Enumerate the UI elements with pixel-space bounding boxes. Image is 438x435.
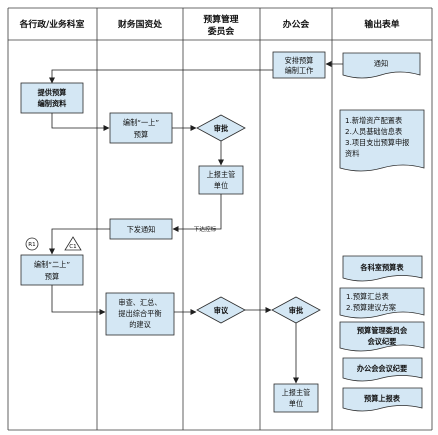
output-office-minutes-text: 办公会会议纪要 bbox=[357, 364, 407, 373]
deliberate-diamond-text: 审议 bbox=[214, 306, 229, 315]
c1-marker bbox=[64, 236, 82, 251]
output-budget-report-doc bbox=[342, 387, 423, 412]
compile-second-box bbox=[20, 254, 84, 286]
review-summarize-text-3: 的建议 bbox=[129, 320, 151, 329]
output-forms-list-doc bbox=[339, 109, 425, 172]
lane1-header: 各行政/业务科室 bbox=[19, 18, 85, 30]
compile-first-text-2: 预算 bbox=[134, 130, 148, 139]
report-superior-1-text-1: 上报主管 bbox=[207, 170, 236, 179]
arrow-arrange-to-provide bbox=[49, 69, 273, 84]
review-summarize-text-2: 提出综合平衡 bbox=[118, 309, 161, 318]
output-list1-item2: 2.人员基础信息表 bbox=[345, 127, 402, 136]
output-dept-budget-doc bbox=[342, 255, 423, 282]
report-superior-2-text-1: 上报主管 bbox=[282, 388, 311, 397]
provide-data-text-2: 编制资料 bbox=[38, 99, 68, 108]
review-summarize-box bbox=[105, 292, 175, 336]
output-committee-minutes-text-1: 预算管理委员会 bbox=[357, 326, 408, 335]
output-office-minutes-doc bbox=[342, 357, 423, 382]
c1-label: C1 bbox=[69, 244, 77, 250]
r1-label: R1 bbox=[28, 242, 36, 248]
provide-data-text-1: 提供预算 bbox=[37, 88, 67, 97]
compile-first-text-1: 编制“一上” bbox=[123, 118, 159, 127]
arrow-issue-to-compile-second bbox=[49, 228, 110, 255]
output-committee-minutes-text-2: 会议纪要 bbox=[368, 337, 397, 346]
output-list1-item1: 1.新增资产配置表 bbox=[345, 116, 402, 125]
compile-second-text-1: 编制“二上” bbox=[34, 260, 70, 269]
output-notice-text: 通知 bbox=[374, 59, 388, 68]
approve-diamond-2-text: 审批 bbox=[289, 306, 304, 315]
arrange-budget-box bbox=[272, 51, 326, 79]
output-list1-item4: 资料 bbox=[345, 149, 359, 158]
issue-notice-text: 下发通知 bbox=[127, 225, 156, 234]
lane3-header-line2: 委员会 bbox=[207, 25, 235, 37]
review-summarize-text-1: 审查、汇总、 bbox=[118, 298, 161, 307]
report-superior-box-2 bbox=[273, 383, 319, 413]
output-committee-minutes-doc bbox=[339, 321, 425, 352]
arrange-budget-text-1: 安排预算 bbox=[285, 56, 314, 65]
lane4-header: 办公会 bbox=[283, 18, 310, 30]
arrow-provide-to-compile bbox=[51, 113, 110, 131]
lane5-header: 输出表单 bbox=[364, 18, 399, 30]
approve-diamond-1-text: 审批 bbox=[214, 124, 229, 133]
output-list2-item2: 2.预算建议方案 bbox=[346, 303, 396, 312]
arrow-report-to-issue bbox=[172, 194, 222, 232]
r1-marker bbox=[25, 237, 39, 251]
compile-first-box bbox=[109, 112, 173, 144]
arrow-compile-second-to-review bbox=[51, 285, 106, 315]
report-superior-1-text-2: 单位 bbox=[214, 181, 228, 190]
output-summary-doc bbox=[339, 287, 425, 319]
output-budget-report-text: 预算上报表 bbox=[364, 394, 401, 403]
arrange-budget-text-2: 编制工作 bbox=[285, 66, 314, 75]
output-notice-doc bbox=[342, 52, 421, 79]
deliberate-diamond bbox=[196, 296, 246, 324]
output-dept-budget-text: 各科室预算表 bbox=[359, 263, 404, 272]
lane2-header: 财务国资处 bbox=[117, 18, 162, 30]
output-list2-item1: 1.预算汇总表 bbox=[346, 292, 389, 301]
output-list1-item3: 3.项目支出预算申报 bbox=[345, 138, 409, 147]
compile-second-text-2: 预算 bbox=[45, 272, 59, 281]
lane3-header-line1: 预算管理 bbox=[203, 13, 238, 25]
report-superior-2-text-2: 单位 bbox=[289, 399, 303, 408]
